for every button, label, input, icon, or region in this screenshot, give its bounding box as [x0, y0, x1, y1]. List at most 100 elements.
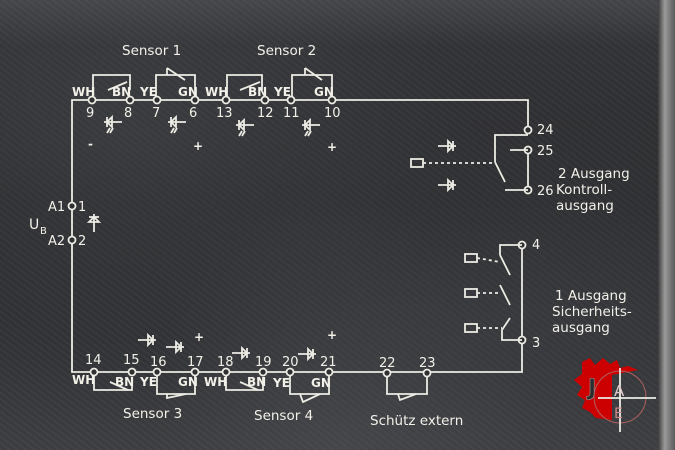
led-icon: [104, 114, 122, 134]
terminal: [152, 95, 162, 105]
terminal-number: 13: [216, 106, 233, 121]
minus-mark: -: [88, 137, 93, 151]
terminal-number: 18: [217, 355, 234, 370]
contactor-label: Schütz extern: [370, 413, 463, 429]
top-terminals: 9 8 7 6 13 12 11 10: [86, 95, 341, 121]
led-icon: [438, 138, 456, 154]
terminal: [285, 367, 295, 377]
bottom-contacts: [93, 372, 428, 404]
wire-label: YE: [139, 85, 157, 99]
terminal-number: 15: [123, 353, 140, 368]
panel-edge: [658, 0, 675, 450]
terminal-number: 17: [187, 355, 204, 370]
terminal: [382, 368, 392, 378]
wire-label: WH: [72, 85, 95, 99]
ub-label: U: [29, 217, 39, 233]
plus-mark: +: [327, 328, 337, 342]
sensor4-label: Sensor 4: [254, 408, 313, 424]
terminal-number: 23: [419, 356, 436, 371]
top-wire-labels: WH BN YE GN WH BN YE GN: [72, 85, 334, 99]
wire-label: BN: [115, 375, 134, 389]
terminal-number: 21: [320, 355, 337, 370]
terminal-number: 26: [537, 184, 554, 199]
bottom-terminals: 14 15 16 17 18 19 20 21 22 23: [85, 353, 436, 378]
terminal: [152, 367, 162, 377]
logo-letter-j: J: [586, 376, 596, 401]
wire-label: BN: [248, 85, 267, 99]
terminal-number: 2: [78, 234, 86, 249]
terminal: [422, 368, 432, 378]
wire-label: GN: [311, 376, 331, 390]
output2-label: 2 Ausgang: [558, 166, 630, 182]
terminal-number: 1: [78, 200, 86, 215]
plus-mark: +: [327, 140, 337, 154]
led-icons: [86, 114, 456, 362]
terminal-number: 16: [150, 355, 167, 370]
output2: 24 25 26 2 Ausgang Kontroll- ausgang: [410, 123, 630, 214]
relay-coil: [464, 253, 478, 263]
wire-label: WH: [204, 375, 227, 389]
led-icon: [138, 332, 156, 348]
terminal-number: 8: [124, 106, 132, 121]
relay-coil: [464, 323, 478, 333]
a1-label: A1: [48, 200, 65, 215]
logo-letter-e: E: [614, 406, 623, 422]
terminal: [324, 367, 334, 377]
led-icon: [166, 339, 184, 355]
output1-label: ausgang: [552, 320, 610, 336]
wire-label: WH: [205, 85, 228, 99]
wire-label: GN: [314, 85, 334, 99]
terminal: [327, 95, 337, 105]
wire-label: YE: [272, 376, 290, 390]
wire-label: GN: [178, 85, 198, 99]
terminal: [190, 367, 200, 377]
led-icon: [168, 114, 186, 134]
terminal: [190, 95, 200, 105]
terminal-number: 14: [85, 353, 102, 368]
terminal: [260, 95, 270, 105]
terminal-number: 25: [537, 144, 554, 159]
terminal-number: 22: [379, 356, 396, 371]
terminal: [125, 95, 135, 105]
terminal: [221, 95, 231, 105]
led-icon: [302, 117, 320, 137]
led-icon: [86, 214, 102, 232]
wire-label: GN: [178, 375, 198, 389]
terminal-number: 11: [283, 106, 300, 121]
a2-label: A2: [48, 234, 65, 249]
terminal-number: 9: [86, 106, 94, 121]
output1: 4 3 1 Ausgang Sicherheits- ausgang: [464, 238, 632, 351]
terminal-number: 24: [537, 123, 554, 138]
terminal: [221, 367, 231, 377]
led-icon: [438, 177, 456, 193]
wire-label: YE: [273, 85, 291, 99]
terminal-number: 10: [324, 106, 341, 121]
supply: A1 1 A2 2 U B: [29, 200, 86, 249]
terminal-number: 7: [152, 106, 160, 121]
polarity-marks: - + + + +: [88, 137, 337, 344]
terminal: [67, 235, 77, 245]
output2-label: Kontroll-: [556, 182, 612, 198]
led-icon: [236, 117, 254, 137]
top-bus: [71, 99, 529, 240]
terminal: [127, 367, 137, 377]
terminal-number: 12: [257, 106, 274, 121]
wire-label: BN: [112, 85, 131, 99]
terminal: [67, 201, 77, 211]
wire-label: WH: [72, 373, 95, 387]
terminal-number: 6: [189, 106, 197, 121]
bottom-bus: [71, 240, 523, 373]
terminal-number: 19: [255, 355, 272, 370]
terminal: [87, 95, 97, 105]
output1-label: 1 Ausgang: [555, 288, 627, 304]
terminal-number: 3: [532, 336, 540, 351]
relay-coil: [464, 288, 478, 298]
terminal: [523, 125, 533, 135]
terminal: [258, 367, 268, 377]
plus-mark: +: [194, 330, 204, 344]
sensor1-contacts: [92, 67, 333, 100]
led-icon: [298, 346, 316, 362]
logo-gear: [574, 358, 638, 420]
wire-label: YE: [139, 375, 157, 389]
